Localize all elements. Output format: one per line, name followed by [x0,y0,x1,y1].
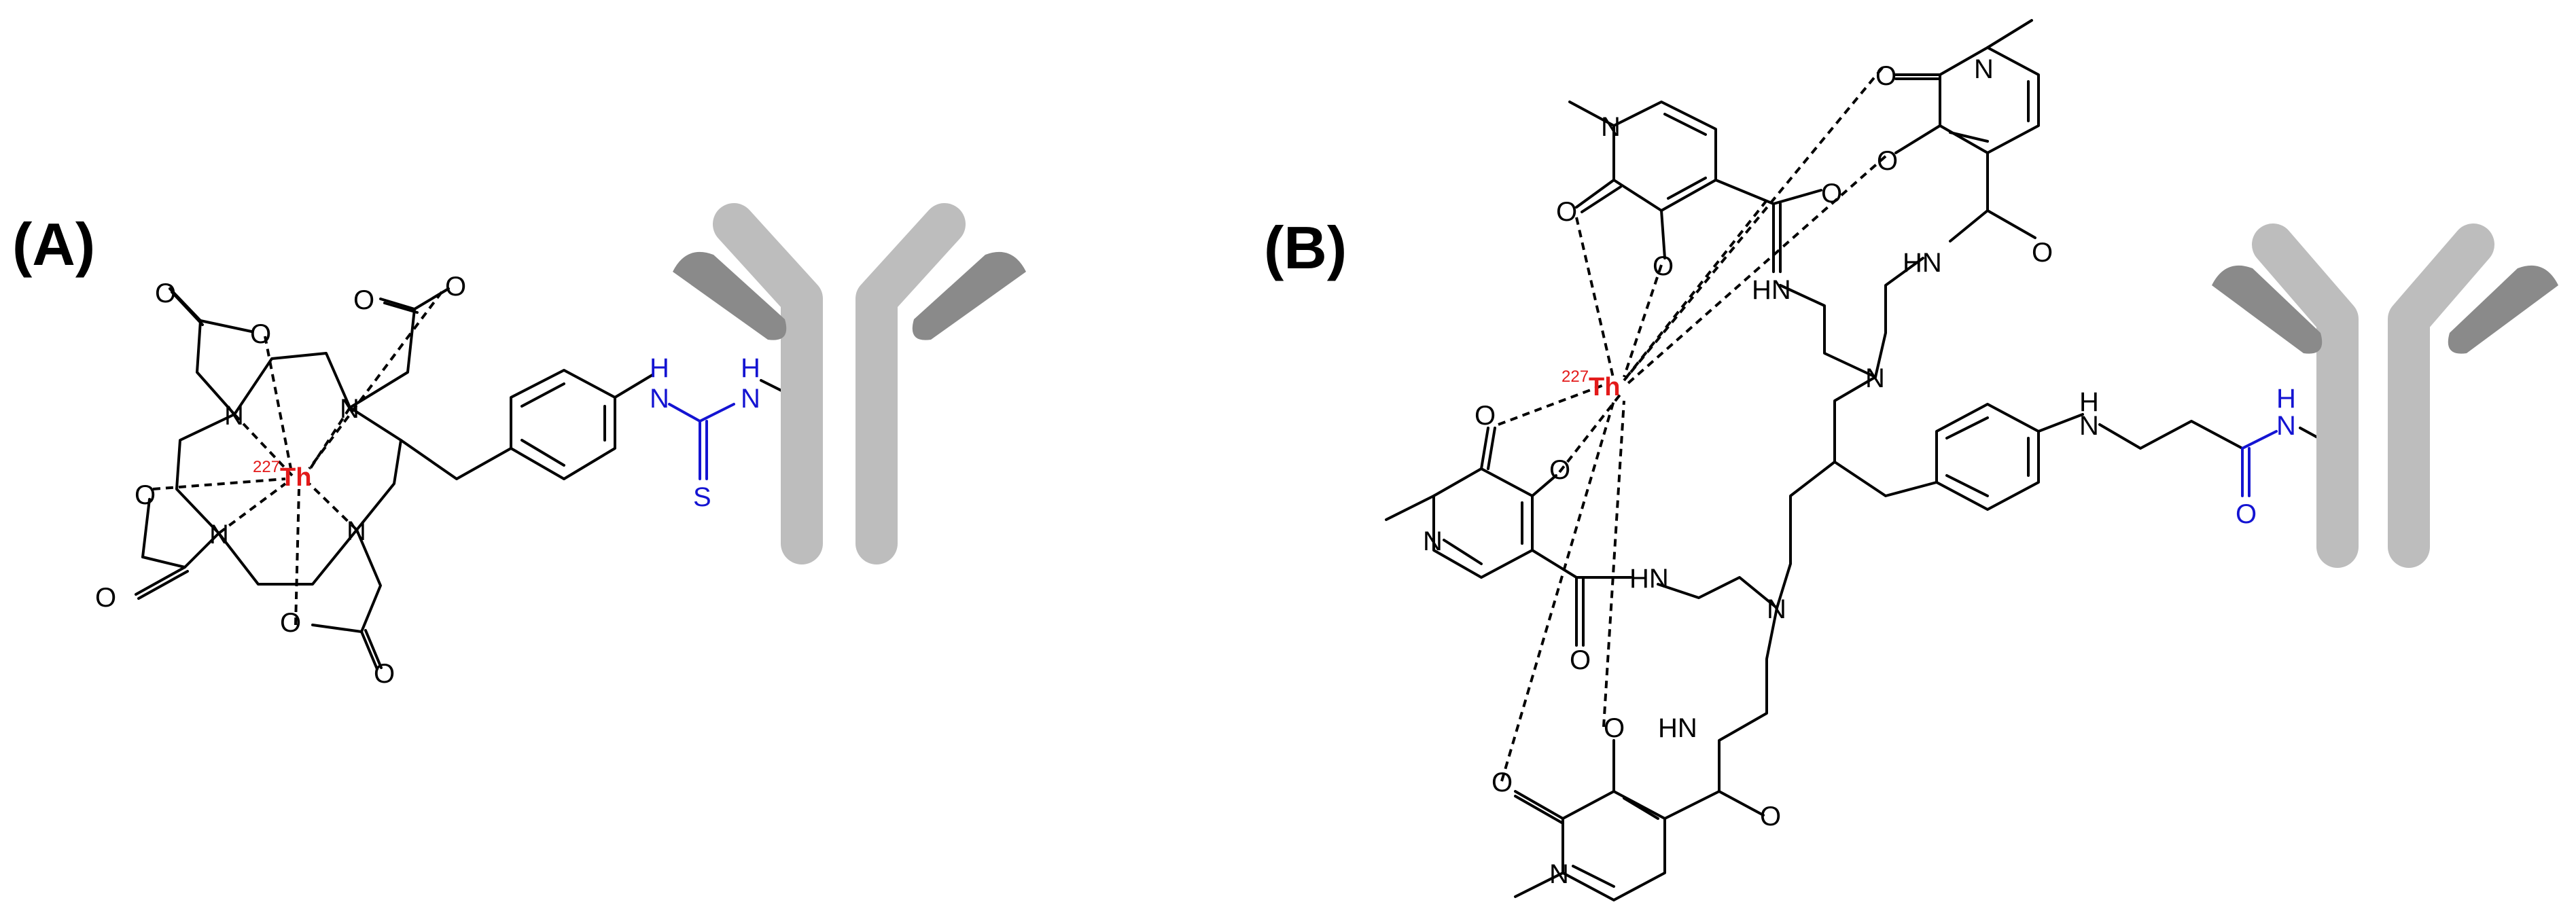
atom-o: O [1821,179,1842,209]
panel-a-metal: 227 Th [253,458,311,492]
panel-b-label: (B) [1264,214,1347,281]
atom-n: N [224,401,244,431]
panel-a: (A) [12,203,1026,689]
atom-o: O [374,659,395,689]
panel-a-atoms: N N N N O O O O O O O O [95,272,466,689]
atom-o: O [1475,401,1496,431]
panel-b: (B) [1264,19,2558,901]
antibody-icon [2212,223,2558,568]
atom-n: N [1974,54,1994,84]
metal-isotope: 227 [1562,367,1589,386]
atom-n: N [1767,594,1786,624]
panel-a-label: (A) [12,211,95,278]
linker-nh-n: N [741,384,760,414]
atom-n: N [1423,526,1443,556]
linker-nh-h: H [741,353,760,383]
antibody-icon [673,203,1026,564]
panel-a-bonds [135,287,654,670]
linker-o: O [2236,499,2257,529]
panel-b-atoms: N O O O HN N O O O HN N N N O O O HN N O… [1423,54,2099,889]
atom-o: O [250,319,271,349]
atom-o: O [445,272,466,302]
atom-o: O [1760,802,1781,831]
atom-o: O [1492,768,1513,797]
atom-o: O [2032,238,2053,268]
atom-n: N [340,394,359,424]
metal-symbol: Th [1589,373,1620,401]
panel-b-coordination [1498,67,1887,782]
atom-o: O [1875,61,1896,91]
linker-nh-h: H [2276,384,2296,414]
panel-b-linker: H N O [2098,384,2339,529]
atom-n: N [1549,859,1569,889]
atom-nh-n: N [2079,411,2099,441]
atom-nh-h: H [2079,387,2099,417]
atom-hn: HN [1752,275,1791,305]
metal-symbol: Th [280,463,311,492]
atom-hn: HN [1903,248,1942,278]
atom-o: O [280,608,301,638]
atom-o: O [353,285,374,315]
linker-nh-n: N [2276,411,2296,441]
atom-n: N [347,516,366,546]
atom-o: O [1556,197,1577,227]
atom-o: O [1653,251,1674,281]
linker-nh-n: N [650,384,669,414]
panel-b-metal: 227 Th [1562,367,1620,401]
atom-o: O [135,480,156,510]
linker-s: S [693,482,711,512]
atom-o: O [1604,713,1625,743]
atom-o: O [1549,455,1570,485]
atom-hn: HN [1629,564,1669,594]
metal-isotope: 227 [253,458,280,476]
panel-b-bonds [1385,19,2084,901]
atom-o: O [1570,645,1591,675]
atom-n: N [209,520,229,550]
atom-o: O [155,279,176,308]
atom-o: O [95,583,116,613]
linker-nh-h: H [650,353,669,383]
atom-o: O [1877,146,1898,176]
atom-n: N [1865,363,1885,393]
panel-a-coordination [152,291,443,626]
atom-n: N [1601,112,1621,142]
panel-a-linker: H N H N S [650,353,803,512]
atom-hn: HN [1658,713,1697,743]
